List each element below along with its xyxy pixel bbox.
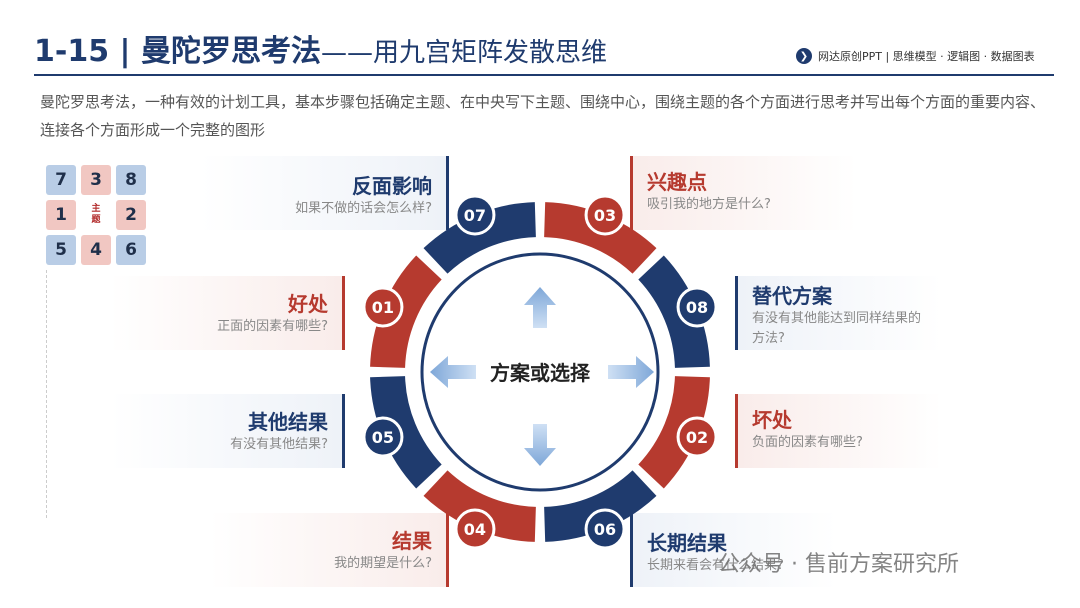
card-06: 长期结果 长期来看会有什么结果? [630,513,837,587]
title-divider: | [119,34,131,69]
card-desc: 正面的因素有哪些? [217,319,328,334]
badge-number: 04 [464,520,486,539]
description: 曼陀罗思考法，一种有效的计划工具，基本步骤包括确定主题、在中央写下主题、围绕中心… [40,93,1046,139]
grid-cell: 7 [46,165,76,195]
watermark: 公众号 · 售前方案研究所 [718,552,959,577]
grid-cell-center: 主题 [81,200,111,230]
inner-circle [420,252,660,492]
badge-circle-07 [454,194,496,236]
card-03: 兴趣点 吸引我的地方是什么? [630,156,857,230]
card-01: 好处 正面的因素有哪些? [110,276,345,350]
grid-center-char-2: 题 [91,215,101,225]
ring-segment-06 [544,470,657,542]
ring-segment-05 [370,376,442,489]
card-title: 其他结果 [248,410,328,434]
badge-number: 01 [372,298,394,317]
card-title: 坏处 [752,408,792,432]
card-title: 兴趣点 [647,170,707,194]
card-title: 反面影响 [352,174,432,198]
arrow-up-icon [524,287,556,328]
card-desc: 我的期望是什么? [334,556,432,571]
mandala-grid-icon: 7 3 8 1 主题 2 5 4 6 [46,165,146,265]
badge-circle-06 [584,508,626,550]
title-prefix: 1-15 [34,34,110,69]
page-title: 1-15 | 曼陀罗思考法——用九宫矩阵发散思维 [34,26,607,70]
tagline: ❯ 网达原创PPT | 思维模型 · 逻辑图 · 数据图表 [796,48,1035,64]
card-desc: 有没有其他结果? [230,437,328,452]
badge-number: 02 [686,428,708,447]
badge-number: 08 [686,298,708,317]
card-title: 好处 [288,292,328,316]
title-underline [34,74,1054,76]
ring-segment-01 [370,255,442,368]
tagline-text: 网达原创PPT | 思维模型 · 逻辑图 · 数据图表 [818,50,1035,63]
card-desc: 长期来看会有什么结果? [647,558,784,573]
card-04: 结果 我的期望是什么? [210,513,449,587]
card-08: 替代方案 有没有其他能达到同样结果的方法? [735,276,942,350]
grid-cell: 6 [116,235,146,265]
card-02: 坏处 负面的因素有哪些? [735,394,942,468]
ring-segment-04 [423,470,536,542]
grid-cell: 2 [116,200,146,230]
card-05: 其他结果 有没有其他结果? [110,394,345,468]
dashed-guide [46,270,47,518]
arrow-down-icon [524,424,556,466]
ring-segment-08 [638,255,710,368]
badge-number: 07 [464,206,486,225]
badge-number: 03 [594,206,616,225]
badge-circle-04 [454,508,496,550]
ring-segment-03 [544,202,657,274]
center-label: 方案或选择 [490,361,591,385]
grid-cell: 5 [46,235,76,265]
card-title: 替代方案 [752,284,832,308]
badge-circle-08 [676,286,718,328]
grid-center-char-1: 主 [91,204,101,214]
arrow-left-icon [430,356,476,388]
arrow-right-icon [608,356,654,388]
chevron-right-icon: ❯ [796,48,812,64]
badge-number: 06 [594,520,616,539]
number-badges: 07 03 08 02 06 04 05 01 [362,194,718,550]
title-main: 曼陀罗思考法 [140,34,321,69]
card-desc: 负面的因素有哪些? [752,435,863,450]
card-desc: 如果不做的话会怎么样? [295,201,432,216]
badge-circle-05 [362,416,404,458]
ring-segment-07 [423,202,536,274]
badge-circle-02 [676,416,718,458]
badge-circle-01 [362,286,404,328]
grid-cell: 8 [116,165,146,195]
title-sub: ——用九宫矩阵发散思维 [320,38,607,68]
ring-segment-02 [638,376,710,489]
badge-number: 05 [372,428,394,447]
card-title: 长期结果 [647,531,727,555]
card-07: 反面影响 如果不做的话会怎么样? [200,156,449,230]
card-desc: 吸引我的地方是什么? [647,197,771,212]
grid-cell: 4 [81,235,111,265]
grid-cell: 3 [81,165,111,195]
ring-segments [370,202,710,542]
card-desc: 有没有其他能达到同样结果的方法? [752,311,922,346]
badge-circle-03 [584,194,626,236]
card-title: 结果 [392,529,432,553]
grid-cell: 1 [46,200,76,230]
